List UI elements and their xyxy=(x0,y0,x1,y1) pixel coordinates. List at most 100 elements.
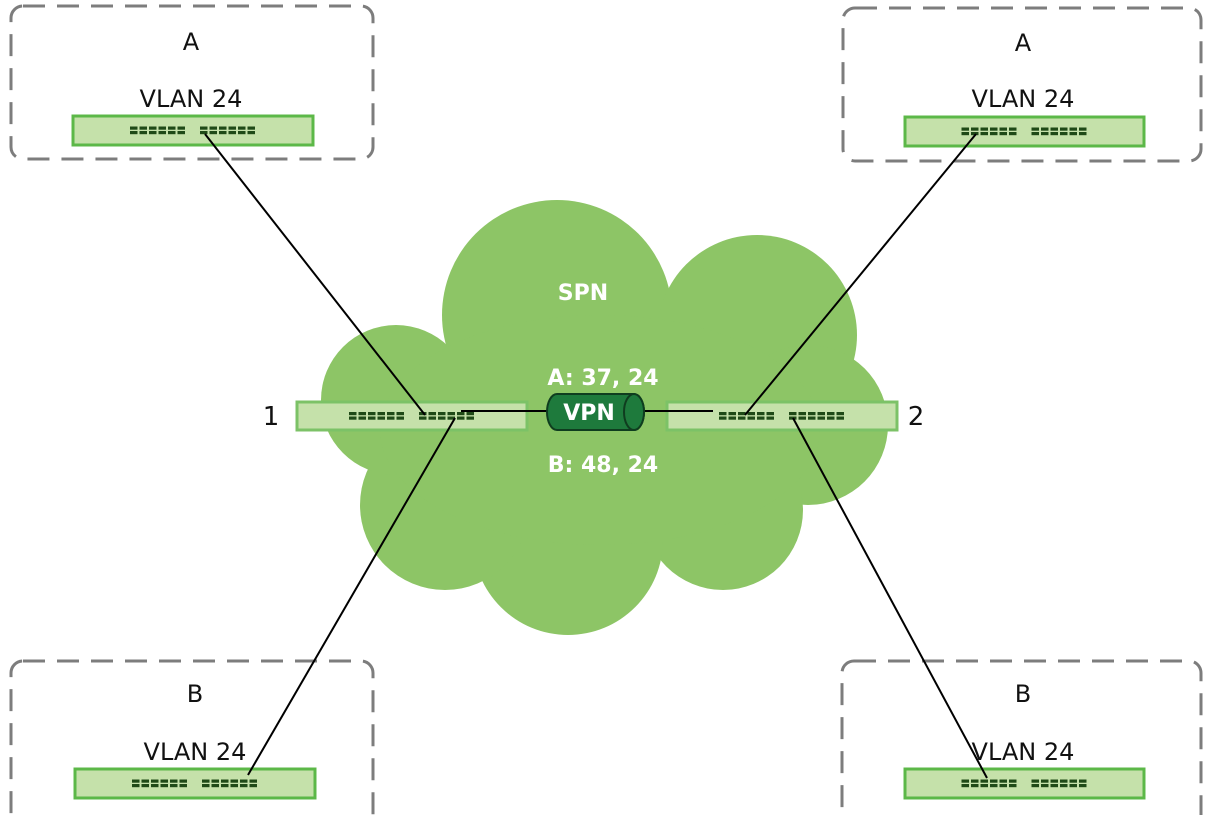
port xyxy=(168,126,176,130)
site-top-left: A VLAN 24 xyxy=(9,4,375,161)
port xyxy=(387,412,395,416)
site-box xyxy=(840,659,1203,815)
port xyxy=(980,784,988,788)
port xyxy=(141,779,149,783)
port xyxy=(139,126,147,130)
port xyxy=(230,784,238,788)
port xyxy=(377,416,385,420)
port xyxy=(1069,784,1077,788)
port xyxy=(1050,784,1058,788)
port xyxy=(1041,784,1049,788)
port xyxy=(1060,784,1068,788)
vlan-label: VLAN 24 xyxy=(972,738,1075,766)
port xyxy=(466,412,474,416)
port xyxy=(151,779,159,783)
port-group xyxy=(130,126,185,135)
link-bottom-left-to-node1 xyxy=(247,417,456,776)
port xyxy=(428,412,436,416)
port xyxy=(368,412,376,416)
node-2-switch xyxy=(665,400,899,432)
vlan-label: VLAN 24 xyxy=(972,85,1075,113)
port xyxy=(817,412,825,416)
port xyxy=(221,779,229,783)
link-top-left-to-node1 xyxy=(204,133,426,416)
port xyxy=(1031,127,1039,131)
port xyxy=(1069,127,1077,131)
switch-body xyxy=(903,115,1146,148)
port xyxy=(438,412,446,416)
port xyxy=(1069,132,1077,136)
port xyxy=(990,779,998,783)
port xyxy=(228,126,236,130)
port xyxy=(132,779,140,783)
links xyxy=(204,133,988,779)
port xyxy=(358,416,366,420)
port xyxy=(200,126,208,130)
node-2: 2 xyxy=(665,400,924,432)
port xyxy=(457,416,465,420)
port xyxy=(990,127,998,131)
port xyxy=(249,784,257,788)
port xyxy=(757,412,765,416)
port xyxy=(211,784,219,788)
port xyxy=(1079,784,1087,788)
vlan-label: VLAN 24 xyxy=(140,85,243,113)
port xyxy=(808,412,816,416)
port xyxy=(1079,779,1087,783)
port xyxy=(428,416,436,420)
port xyxy=(368,416,376,420)
port xyxy=(980,779,988,783)
port xyxy=(466,416,474,420)
port xyxy=(202,784,210,788)
port xyxy=(438,416,446,420)
node-1-switch xyxy=(295,400,529,432)
port xyxy=(158,126,166,130)
port xyxy=(827,416,835,420)
port xyxy=(249,779,257,783)
port xyxy=(179,779,187,783)
port xyxy=(177,126,185,130)
port xyxy=(738,416,746,420)
port xyxy=(1050,779,1058,783)
port xyxy=(447,416,455,420)
port-group xyxy=(961,779,1017,788)
port xyxy=(149,126,157,130)
port xyxy=(170,784,178,788)
port xyxy=(999,132,1007,136)
vpn-vlans-b: B: 48, 24 xyxy=(548,453,658,478)
port-group xyxy=(200,126,255,135)
port xyxy=(387,416,395,420)
port xyxy=(1069,779,1077,783)
port xyxy=(221,784,229,788)
port-group xyxy=(1031,779,1087,788)
port xyxy=(1060,779,1068,783)
port-group xyxy=(132,779,187,788)
port xyxy=(349,416,357,420)
port xyxy=(1041,127,1049,131)
port xyxy=(1060,132,1068,136)
vpn-vlans-a: A: 37, 24 xyxy=(547,366,658,391)
switch-body xyxy=(665,400,899,432)
port xyxy=(228,131,236,135)
port xyxy=(202,779,210,783)
port xyxy=(396,416,404,420)
port xyxy=(1041,779,1049,783)
port xyxy=(1009,779,1017,783)
port xyxy=(999,779,1007,783)
port xyxy=(1079,127,1087,131)
site-letter: A xyxy=(183,28,200,56)
site-letter: B xyxy=(187,680,203,708)
port xyxy=(170,779,178,783)
port xyxy=(990,784,998,788)
port xyxy=(247,126,255,130)
port xyxy=(230,779,238,783)
port-group xyxy=(349,412,404,420)
port xyxy=(130,131,138,135)
port xyxy=(209,126,217,130)
port xyxy=(1060,127,1068,131)
switch-body xyxy=(903,767,1146,800)
port xyxy=(219,126,227,130)
port xyxy=(971,779,979,783)
switch xyxy=(73,767,317,800)
link-top-right-to-node2 xyxy=(744,133,977,416)
